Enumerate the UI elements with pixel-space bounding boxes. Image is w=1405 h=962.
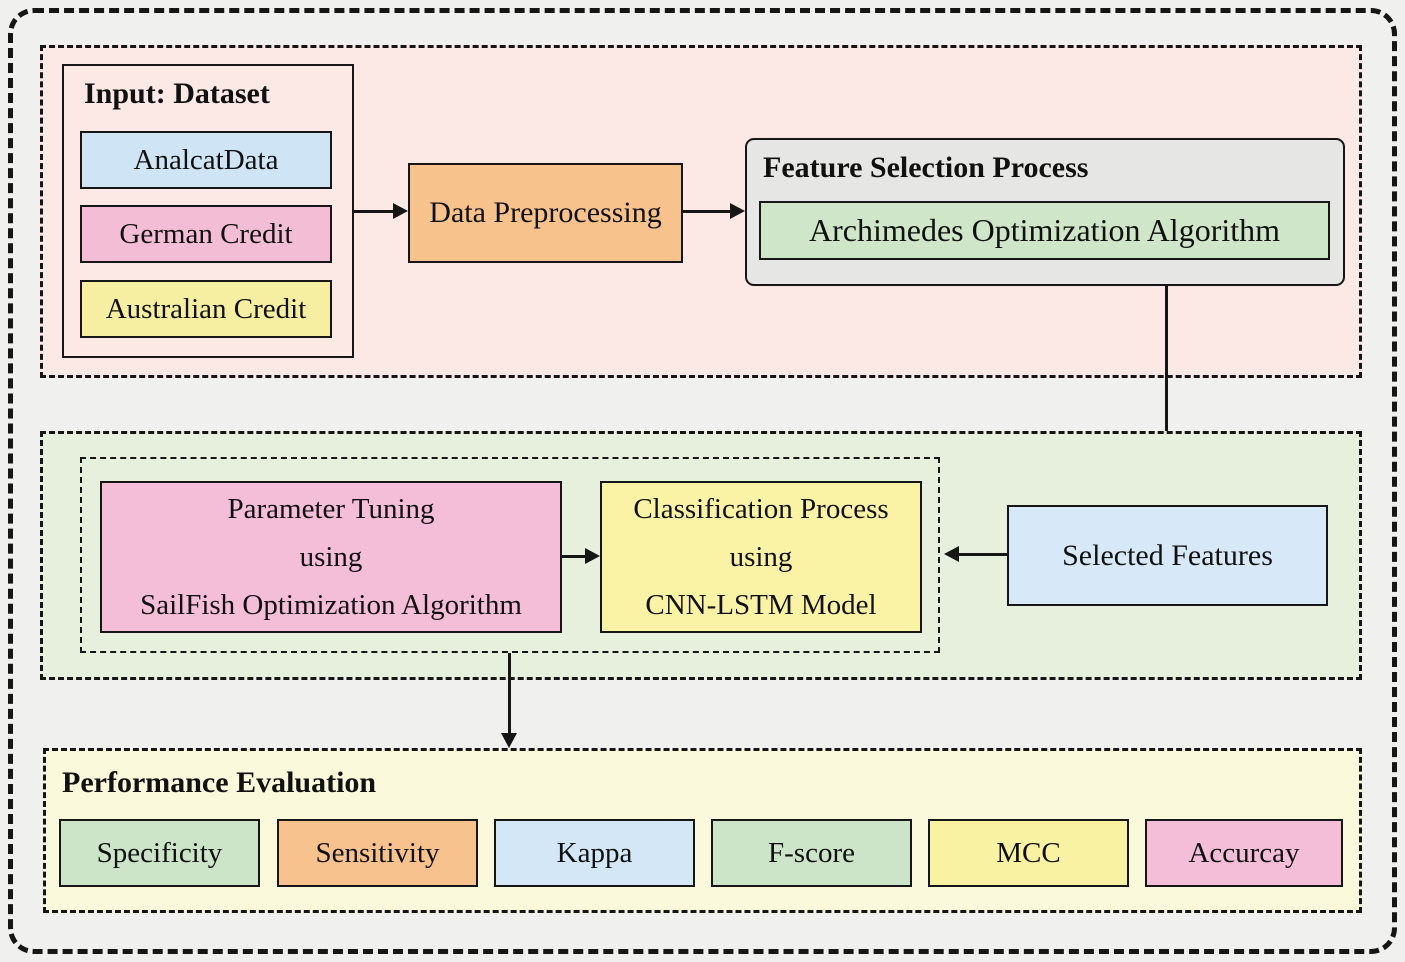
data-preprocessing-label: Data Preprocessing bbox=[429, 196, 662, 229]
classification-line1: Classification Process bbox=[633, 493, 889, 525]
metric-box-specificity: Specificity bbox=[59, 819, 260, 887]
arrow-feature-to-selected-line bbox=[1165, 286, 1168, 492]
metric-label: Sensitivity bbox=[315, 836, 440, 869]
selected-features-box: Selected Features bbox=[1007, 505, 1328, 606]
feature-selection-title: Feature Selection Process bbox=[763, 151, 1089, 184]
metric-label: F-score bbox=[768, 836, 855, 869]
input-dataset-title: Input: Dataset bbox=[84, 77, 270, 110]
metric-box-fscore: F-score bbox=[711, 819, 912, 887]
metric-box-kappa: Kappa bbox=[494, 819, 695, 887]
classification-line3: CNN-LSTM Model bbox=[645, 589, 877, 621]
metric-label: Specificity bbox=[96, 836, 223, 869]
arrow-preprocessing-to-feature-line bbox=[683, 210, 731, 213]
metric-box-accurcay: Accurcay bbox=[1145, 819, 1343, 887]
dataset-label: AnalcatData bbox=[133, 143, 279, 176]
metric-label: MCC bbox=[996, 836, 1061, 869]
metric-label: Kappa bbox=[556, 836, 633, 869]
input-dataset-group bbox=[62, 64, 354, 358]
classification-box: Classification Process using CNN-LSTM Mo… bbox=[600, 481, 922, 633]
arrow-input-to-preprocessing-line bbox=[354, 210, 396, 213]
arrow-model-to-evaluation-line bbox=[508, 653, 511, 735]
data-preprocessing-box: Data Preprocessing bbox=[408, 163, 683, 263]
arrow-model-to-evaluation-head bbox=[501, 733, 517, 748]
arrow-selected-to-classification-line bbox=[958, 553, 1007, 556]
classification-line2: using bbox=[729, 541, 793, 573]
arrow-input-to-preprocessing-head bbox=[393, 203, 408, 219]
metric-box-sensitivity: Sensitivity bbox=[277, 819, 478, 887]
archimedes-algorithm-label: Archimedes Optimization Algorithm bbox=[808, 212, 1281, 248]
metric-box-mcc: MCC bbox=[928, 819, 1129, 887]
evaluation-title: Performance Evaluation bbox=[62, 766, 377, 799]
arrow-tuning-to-classification-line bbox=[562, 555, 588, 558]
selected-features-label: Selected Features bbox=[1062, 538, 1273, 572]
dataset-label: Australian Credit bbox=[105, 292, 307, 325]
outer-frame bbox=[8, 8, 1397, 954]
parameter-tuning-line3: SailFish Optimization Algorithm bbox=[140, 589, 522, 621]
archimedes-algorithm-box: Archimedes Optimization Algorithm bbox=[759, 201, 1330, 260]
metric-label: Accurcay bbox=[1188, 836, 1300, 869]
arrow-tuning-to-classification-head bbox=[585, 548, 600, 564]
parameter-tuning-box: Parameter Tuning using SailFish Optimiza… bbox=[100, 481, 562, 633]
dataset-box-australian-credit: Australian Credit bbox=[80, 280, 332, 338]
dataset-label: German Credit bbox=[119, 217, 293, 250]
dataset-box-german-credit: German Credit bbox=[80, 205, 332, 263]
arrow-preprocessing-to-feature-head bbox=[730, 203, 745, 219]
model-inner-group bbox=[80, 457, 940, 653]
dataset-box-analcatdata: AnalcatData bbox=[80, 131, 332, 189]
parameter-tuning-line2: using bbox=[299, 541, 363, 573]
parameter-tuning-line1: Parameter Tuning bbox=[227, 493, 435, 525]
evaluation-section bbox=[43, 748, 1362, 913]
arrow-selected-to-classification-head bbox=[944, 546, 959, 562]
